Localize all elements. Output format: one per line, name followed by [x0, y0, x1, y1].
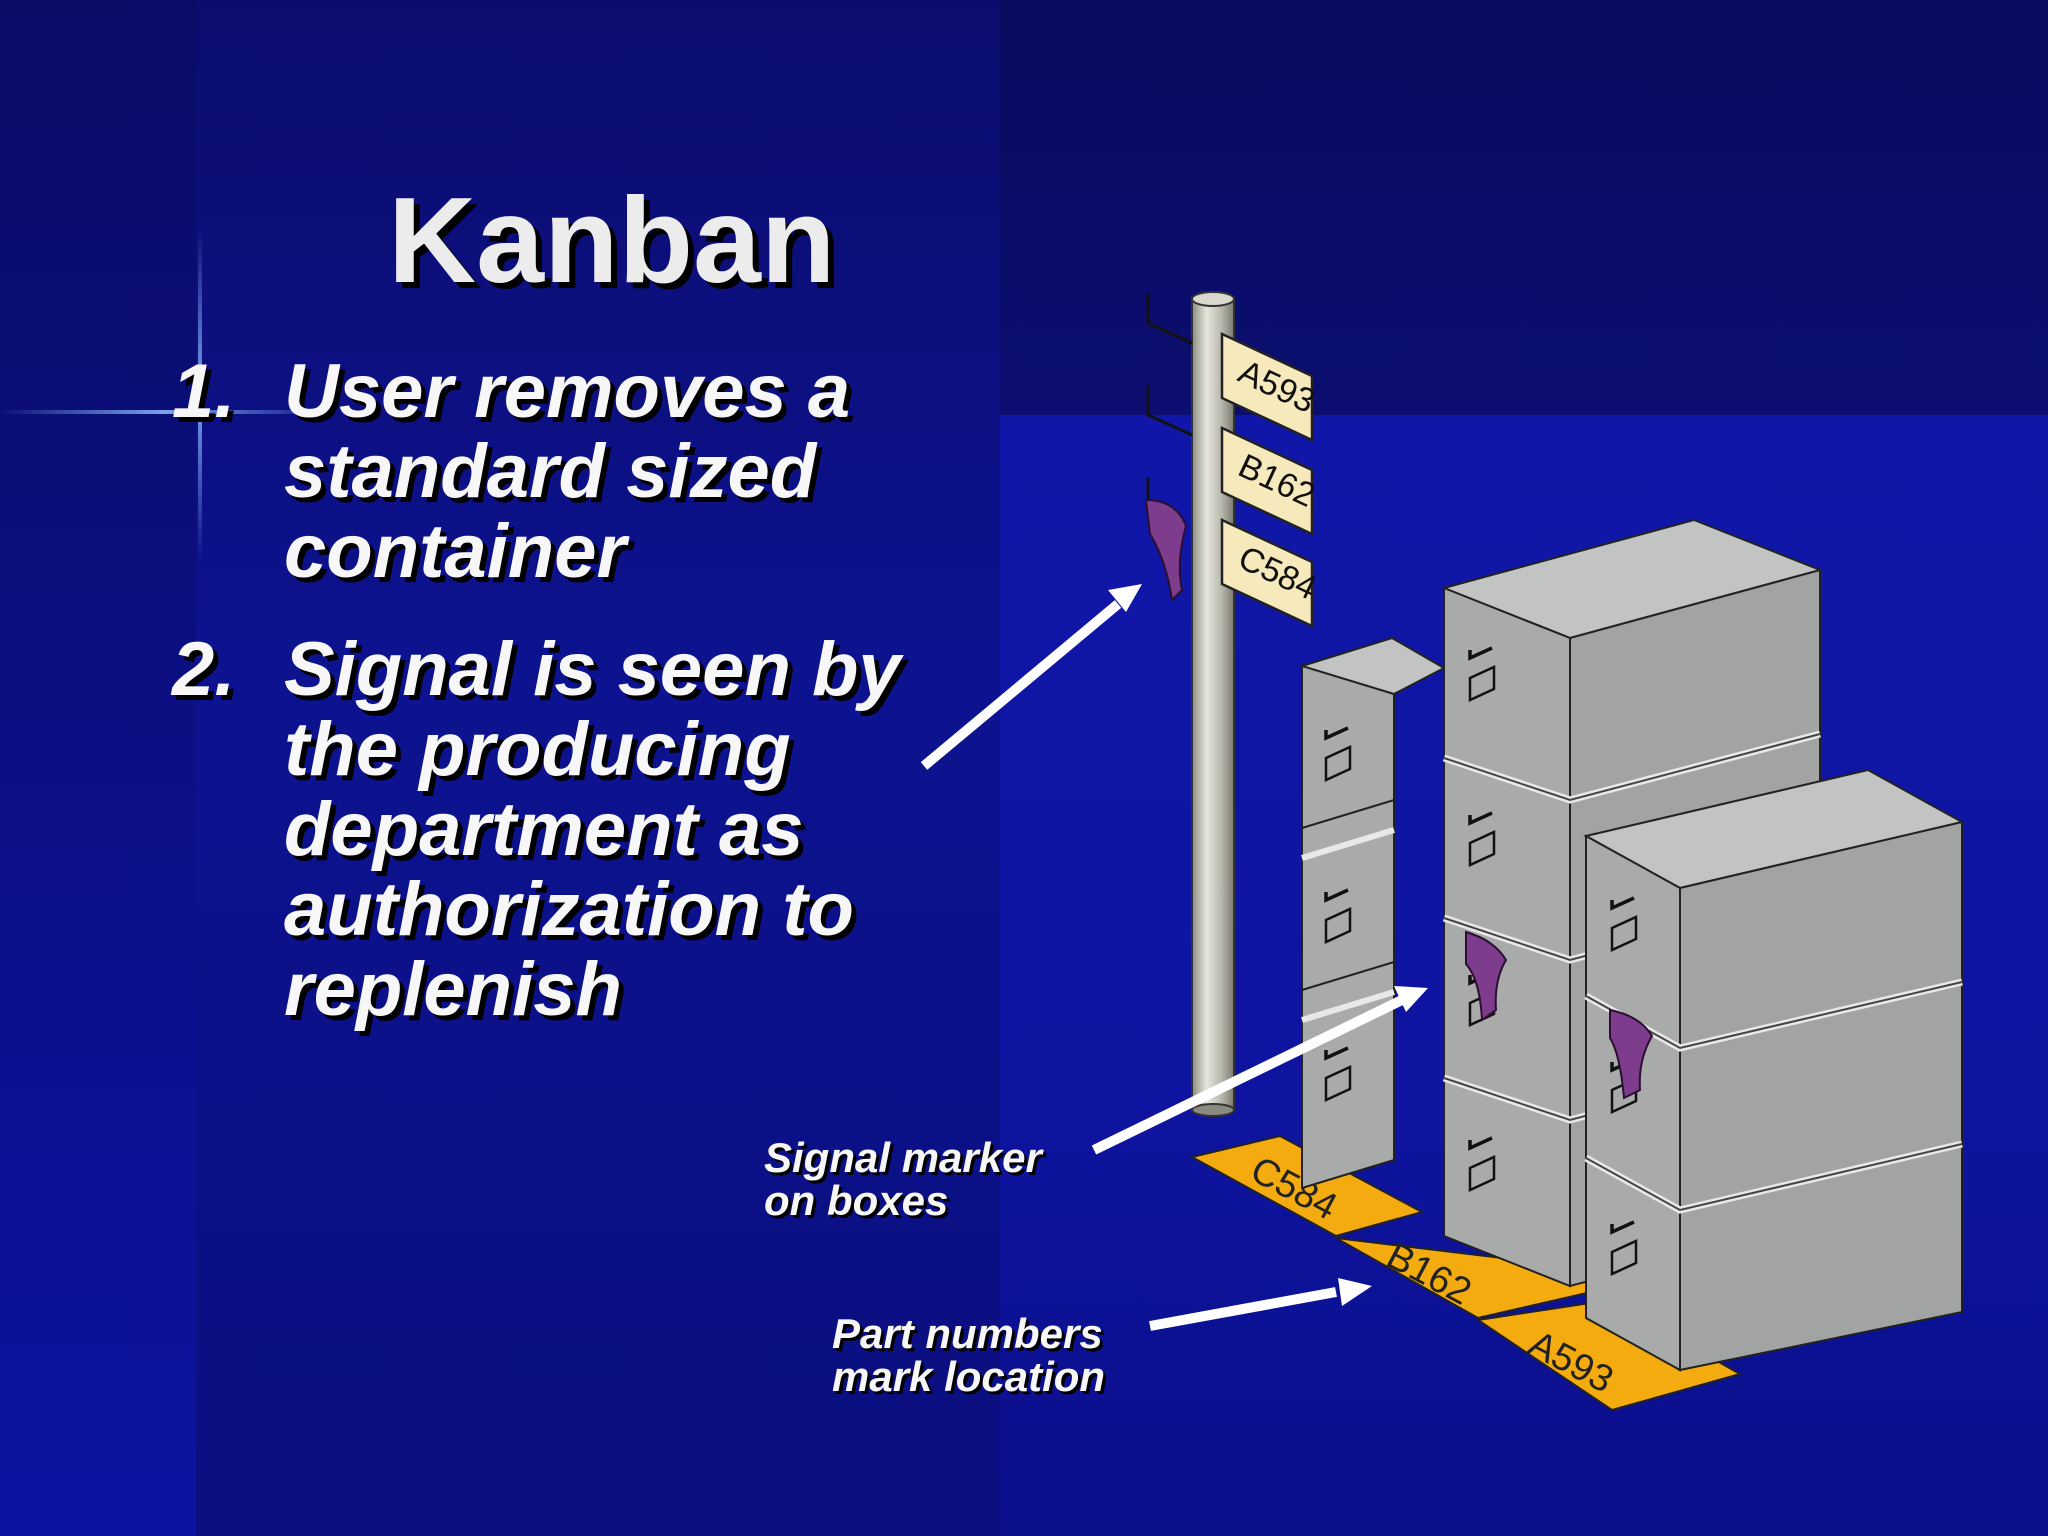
- light-flare-horizontal: [0, 410, 330, 414]
- background-left-band: [0, 0, 196, 1536]
- arrow-to-floor-label: [1149, 1287, 1337, 1331]
- sign-a593: [1220, 332, 1314, 442]
- callout-line: Signal marker: [764, 1134, 1042, 1181]
- floor-label-text: B162: [1380, 1235, 1478, 1314]
- signal-flag-on-box: [1609, 1008, 1654, 1100]
- floor-label-a593: [1475, 1298, 1743, 1412]
- step-text: Signal is seen by the producing departme…: [284, 627, 901, 1032]
- box-stack-front: [1583, 768, 1965, 1372]
- box-stack-back: [1298, 636, 1447, 1190]
- signal-flag-on-post: [1144, 498, 1188, 603]
- step-number: 1.: [172, 349, 236, 434]
- signal-marker-callout: Signal marker on boxes: [764, 1136, 1042, 1222]
- arrow-head: [1394, 986, 1428, 1012]
- callout-line: on boxes: [764, 1177, 949, 1224]
- pole-base: [1191, 1103, 1235, 1117]
- arrow-to-box-flag: [1091, 995, 1405, 1155]
- slide-title: Kanban: [388, 172, 836, 308]
- step-item: 1. User removes a standard sized contain…: [172, 352, 972, 592]
- step-text: User removes a standard sized container: [284, 349, 851, 594]
- step-number: 2.: [172, 627, 236, 712]
- part-numbers-callout: Part numbers mark location: [832, 1312, 1105, 1398]
- step-item: 2. Signal is seen by the producing depar…: [172, 630, 972, 1030]
- arrow-to-post-flag: [920, 600, 1122, 770]
- pointer-arrows: [920, 584, 1428, 1331]
- arrow-head: [1338, 1278, 1372, 1306]
- sign-hook: [1146, 385, 1193, 437]
- pole: [1191, 297, 1235, 1111]
- pole-top: [1191, 291, 1235, 307]
- floor-labels: C584 B162 A593: [1189, 1134, 1743, 1412]
- sign-c584: [1220, 518, 1314, 628]
- signal-flag-on-box: [1465, 930, 1508, 1022]
- sign-hook: [1146, 293, 1193, 345]
- signpost: A593 B162 C584: [1144, 291, 1322, 1117]
- callout-line: mark location: [832, 1353, 1106, 1400]
- arrow-head: [1108, 584, 1142, 612]
- light-flare-vertical: [198, 230, 202, 560]
- sign-b162: [1220, 426, 1314, 536]
- background-top-right: [1000, 0, 2048, 415]
- steps-list: 1. User removes a standard sized contain…: [172, 352, 972, 1030]
- callout-line: Part numbers: [832, 1310, 1103, 1357]
